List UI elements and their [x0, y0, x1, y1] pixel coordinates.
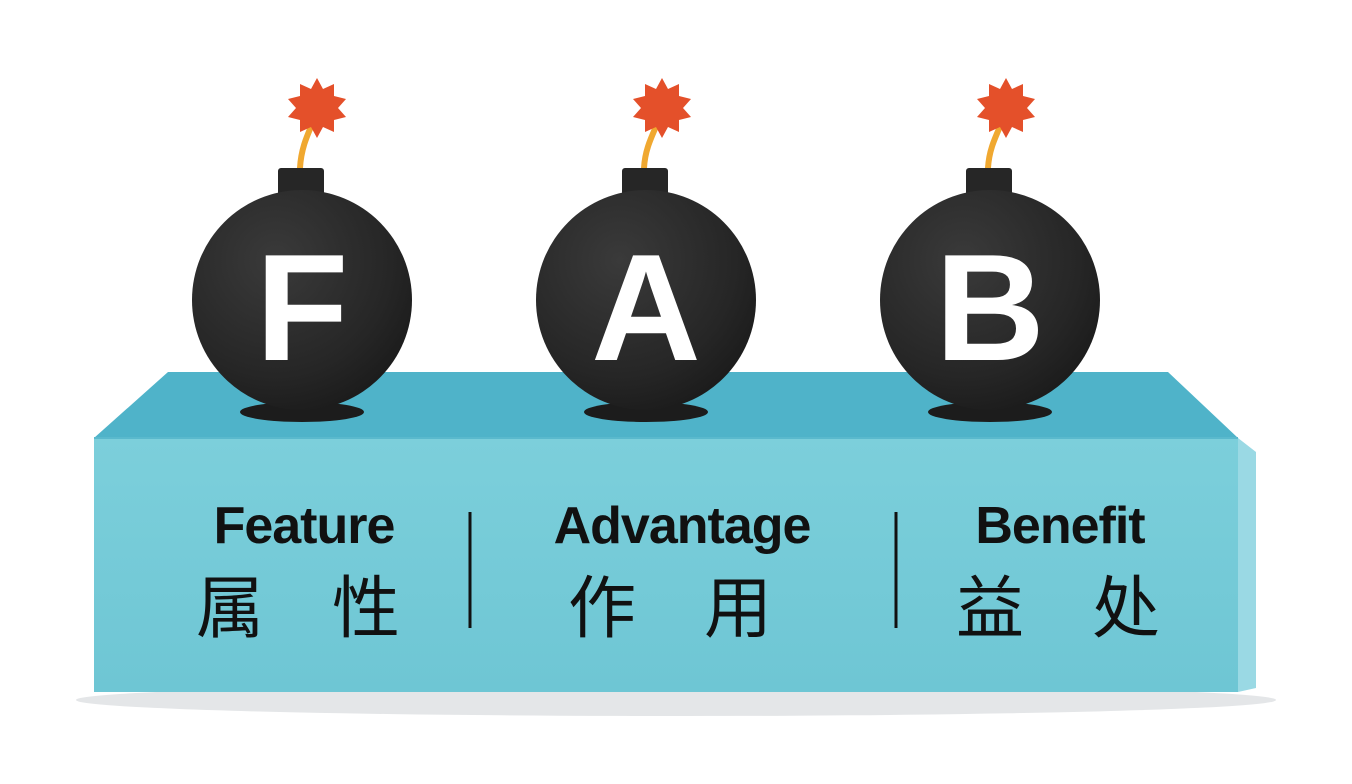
spark-icon: [288, 78, 346, 138]
bomb-cap: [622, 168, 668, 198]
bomb-body: [880, 190, 1100, 410]
bomb-shadow: [928, 402, 1052, 422]
bomb-shadow: [240, 402, 364, 422]
bomb-letter: A: [591, 223, 701, 393]
bomb-b: B: [880, 78, 1100, 422]
bomb-cap: [278, 168, 324, 198]
bomb-letter: F: [256, 223, 349, 393]
bomb-body: [536, 190, 756, 410]
platform-side-face: [1238, 438, 1256, 692]
spark-icon: [633, 78, 691, 138]
spark-icon: [977, 78, 1035, 138]
term-benefit-english: Benefit: [975, 497, 1145, 555]
term-feature-chinese: 属 性: [196, 570, 400, 649]
platform-front-face: [94, 438, 1238, 692]
term-advantage-english: Advantage: [554, 497, 811, 555]
bomb-shadow: [584, 402, 708, 422]
bomb-a: A: [536, 78, 756, 422]
bomb-f: F: [192, 78, 412, 422]
bomb-body: [192, 190, 412, 410]
term-feature-english: Feature: [214, 497, 395, 555]
bomb-letter: B: [935, 223, 1045, 393]
bomb-cap: [966, 168, 1012, 198]
term-advantage-chinese: 作 用: [568, 570, 772, 649]
term-benefit-chinese: 益 处: [956, 570, 1160, 649]
